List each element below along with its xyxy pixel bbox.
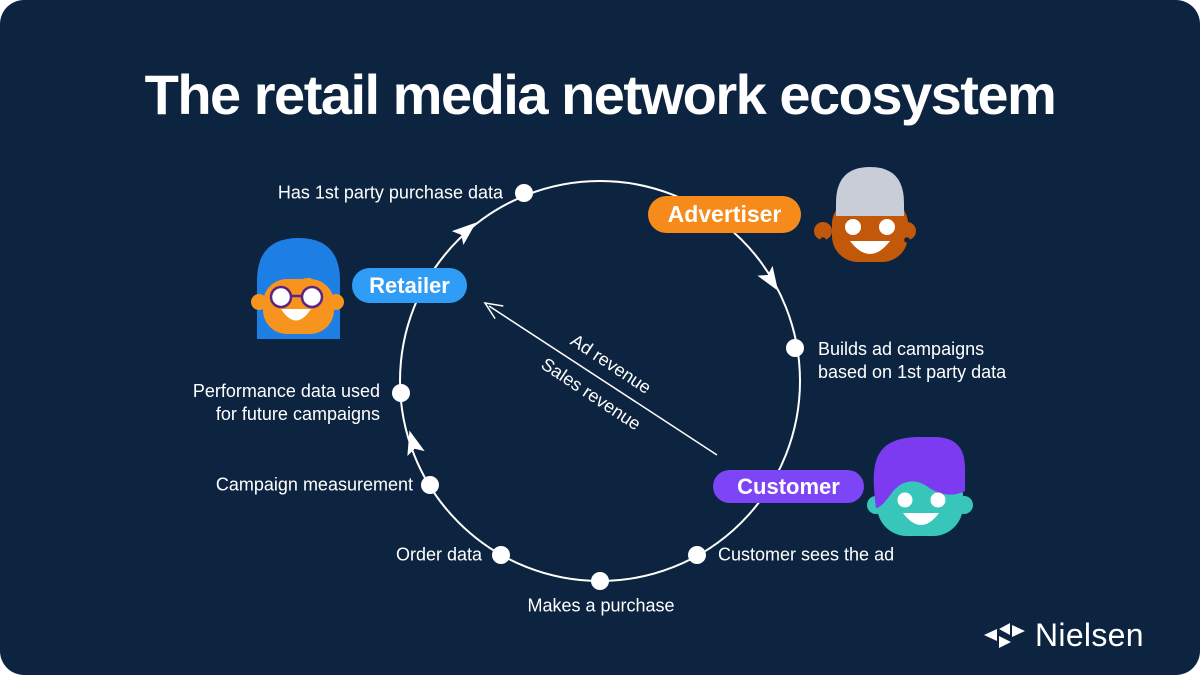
- customer-pill: Customer: [713, 470, 864, 503]
- cycle-node-dot: [421, 476, 439, 494]
- advertiser-avatar-icon: [814, 167, 916, 262]
- customer-avatar-icon: [867, 437, 973, 536]
- revenue-arrowhead-icon: [483, 301, 504, 320]
- step-customer-sees-ad: Customer sees the ad: [718, 544, 895, 565]
- step-makes-purchase: Makes a purchase: [527, 595, 675, 616]
- retailer-label: Retailer: [369, 272, 450, 298]
- brand-footer: Nielsen: [984, 615, 1144, 655]
- cycle-node-dot: [492, 546, 510, 564]
- brand-name: Nielsen: [1035, 616, 1144, 653]
- step-builds-ad-campaigns: Builds ad campaigns based on 1st party d…: [818, 339, 1007, 382]
- page-title: The retail media network ecosystem: [144, 63, 1057, 126]
- step-campaign-measurement: Campaign measurement: [215, 474, 413, 495]
- cycle-direction-arrows: [407, 222, 779, 457]
- nielsen-logo-icon: [984, 622, 1025, 648]
- arrowhead-icon: [407, 430, 425, 457]
- cycle-dots: [392, 184, 804, 590]
- step-performance-data: Performance data used for future campaig…: [192, 381, 380, 424]
- retailer-pill: Retailer: [352, 268, 467, 303]
- cycle-node-dot: [591, 572, 609, 590]
- cycle-node-dot: [688, 546, 706, 564]
- revenue-arrow-line: [488, 305, 718, 456]
- arrowhead-icon: [451, 222, 476, 245]
- step-order-data: Order data: [395, 544, 482, 565]
- advertiser-pill: Advertiser: [648, 196, 801, 233]
- retailer-avatar-icon: [251, 238, 344, 339]
- cycle-node-dot: [392, 384, 410, 402]
- cycle-node-dot: [786, 339, 804, 357]
- step-has-1st-party-data: Has 1st party purchase data: [277, 182, 503, 203]
- arrowhead-icon: [757, 265, 779, 291]
- advertiser-label: Advertiser: [667, 201, 782, 227]
- customer-label: Customer: [737, 473, 840, 499]
- cycle-node-dot: [515, 184, 533, 202]
